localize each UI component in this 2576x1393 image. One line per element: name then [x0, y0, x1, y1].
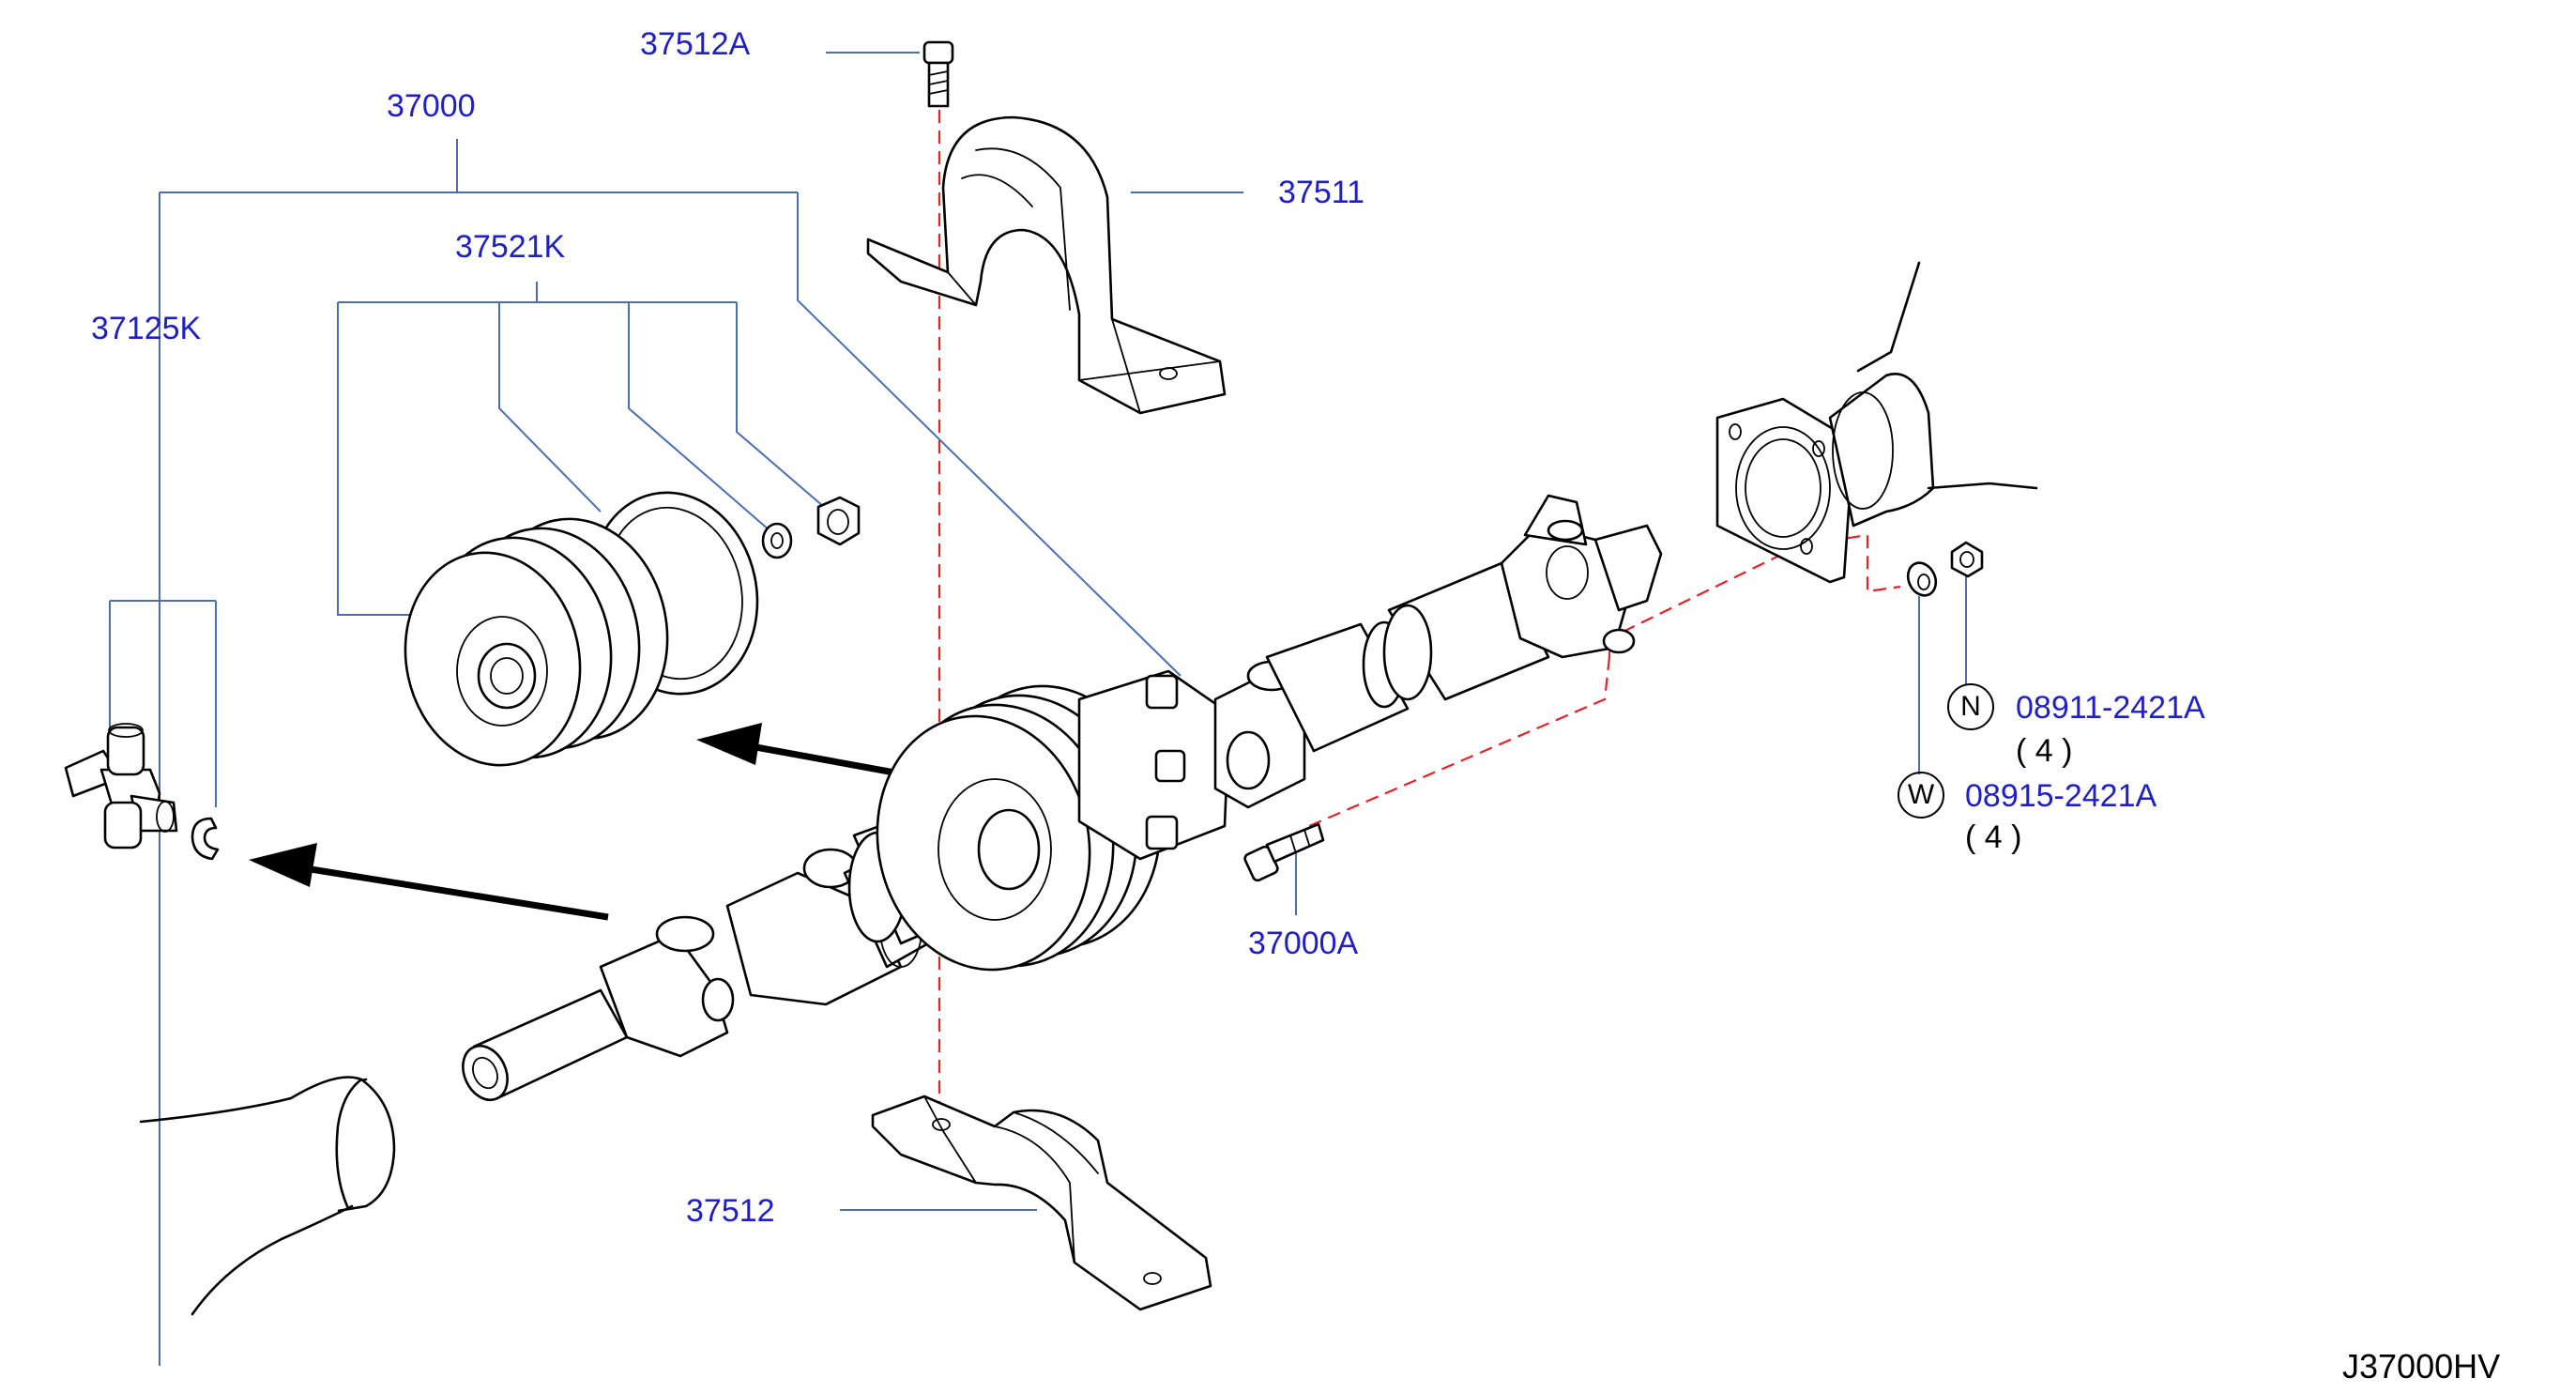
universal-joint-cross-drawing	[64, 723, 220, 861]
washer-and-nut-drawing	[1906, 541, 1984, 597]
callout-37521K[interactable]: 37521K	[455, 229, 566, 265]
leader-lines	[109, 52, 1967, 1366]
upper-bracket-37511-drawing	[866, 115, 1227, 415]
quantity-08911: ( 4 )	[2016, 733, 2073, 769]
rear-differential-flange-drawing	[1715, 261, 2038, 584]
leader-37125K-tree	[109, 357, 217, 807]
leader-37521K-tree	[337, 282, 825, 616]
diagram-code: J37000HV	[2342, 1347, 2501, 1385]
callout-37512A[interactable]: 37512A	[640, 26, 751, 62]
callout-37000A[interactable]: 37000A	[1248, 926, 1359, 961]
callout-37125K[interactable]: 37125K	[91, 311, 202, 346]
callout-37511[interactable]: 37511	[1278, 175, 1365, 210]
propeller-shaft-drawing	[462, 494, 1663, 1102]
washer-badge: W	[1898, 772, 1944, 819]
direction-arrows	[249, 723, 916, 921]
quantity-08915: ( 4 )	[1965, 819, 2022, 855]
callout-37512[interactable]: 37512	[686, 1193, 775, 1229]
leader-37000-tree	[159, 139, 1181, 1366]
center-bearing-exploded-drawing	[404, 491, 861, 767]
transmission-housing-drawing	[139, 1076, 396, 1316]
lower-bracket-37512-drawing	[871, 1094, 1212, 1311]
bolt-37512A-drawing	[922, 40, 954, 108]
callout-37000[interactable]: 37000	[387, 88, 476, 124]
callout-08915-2421A[interactable]: 08915-2421A	[1965, 778, 2157, 814]
callout-08911-2421A[interactable]: 08911-2421A	[2016, 690, 2205, 726]
guide-flange-bolts-lower	[1308, 656, 1611, 828]
nut-badge: N	[1947, 683, 1994, 730]
